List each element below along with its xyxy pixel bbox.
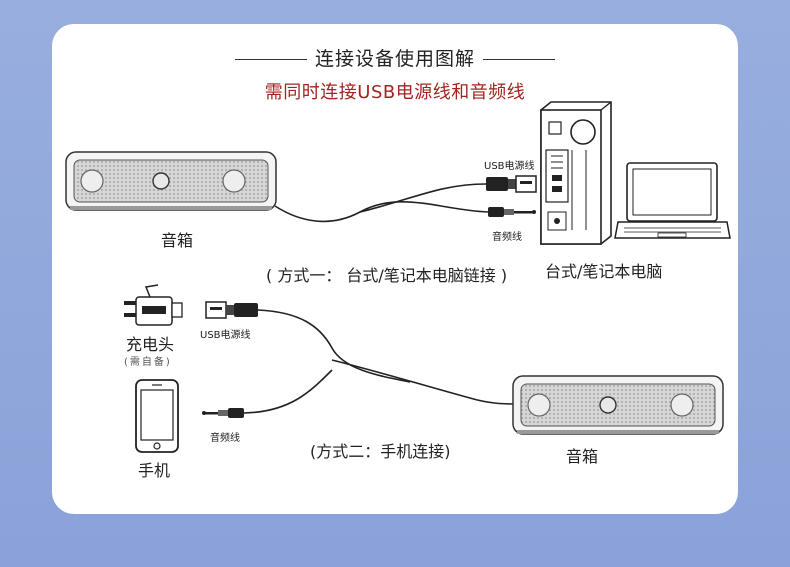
charger-note: (需自备) [124,357,172,368]
diagram-subtitle: 需同时连接USB电源线和音频线 [264,82,526,103]
usb-plug-icon [205,301,258,319]
laptop-icon [614,162,731,239]
title-line-left [234,59,307,60]
speaker-bar-icon [65,151,277,211]
title-text: 连接设备使用图解 [314,48,475,70]
desktop-tower-icon [540,101,612,245]
usb-cable-m2 [257,309,411,383]
audio-jack-icon [202,408,244,418]
speaker-label-m2: 音箱 [566,447,599,466]
diagram-title: 连接设备使用图解 [0,44,790,71]
phone-label: 手机 [138,461,171,480]
audio-cable-m2 [243,369,333,414]
usb-cable-label-m1: USB电源线 [484,161,535,172]
usb-cable-m1 [359,183,487,213]
charger-label: 充电头 [126,335,175,354]
phone-icon [135,379,179,453]
usb-plug-icon [486,175,537,193]
audio-cable-label-m2: 音频线 [210,433,240,444]
charger-icon [124,284,183,326]
speaker-bar-icon [512,375,724,435]
usb-cable-label-m2: USB电源线 [200,330,251,341]
audio-cable-label-m1: 音频线 [492,232,522,243]
method1-caption: ( 方式一： 台式/笔记本电脑链接 ) [266,266,508,285]
audio-jack-icon [488,207,536,217]
merged-cable-m2 [331,359,519,405]
method2-caption: (方式二：手机连接) [310,442,451,461]
title-line-right [483,59,555,60]
audio-cable-m1 [274,200,489,223]
computer-label: 台式/笔记本电脑 [545,262,663,281]
speaker-label-m1: 音箱 [161,231,194,250]
